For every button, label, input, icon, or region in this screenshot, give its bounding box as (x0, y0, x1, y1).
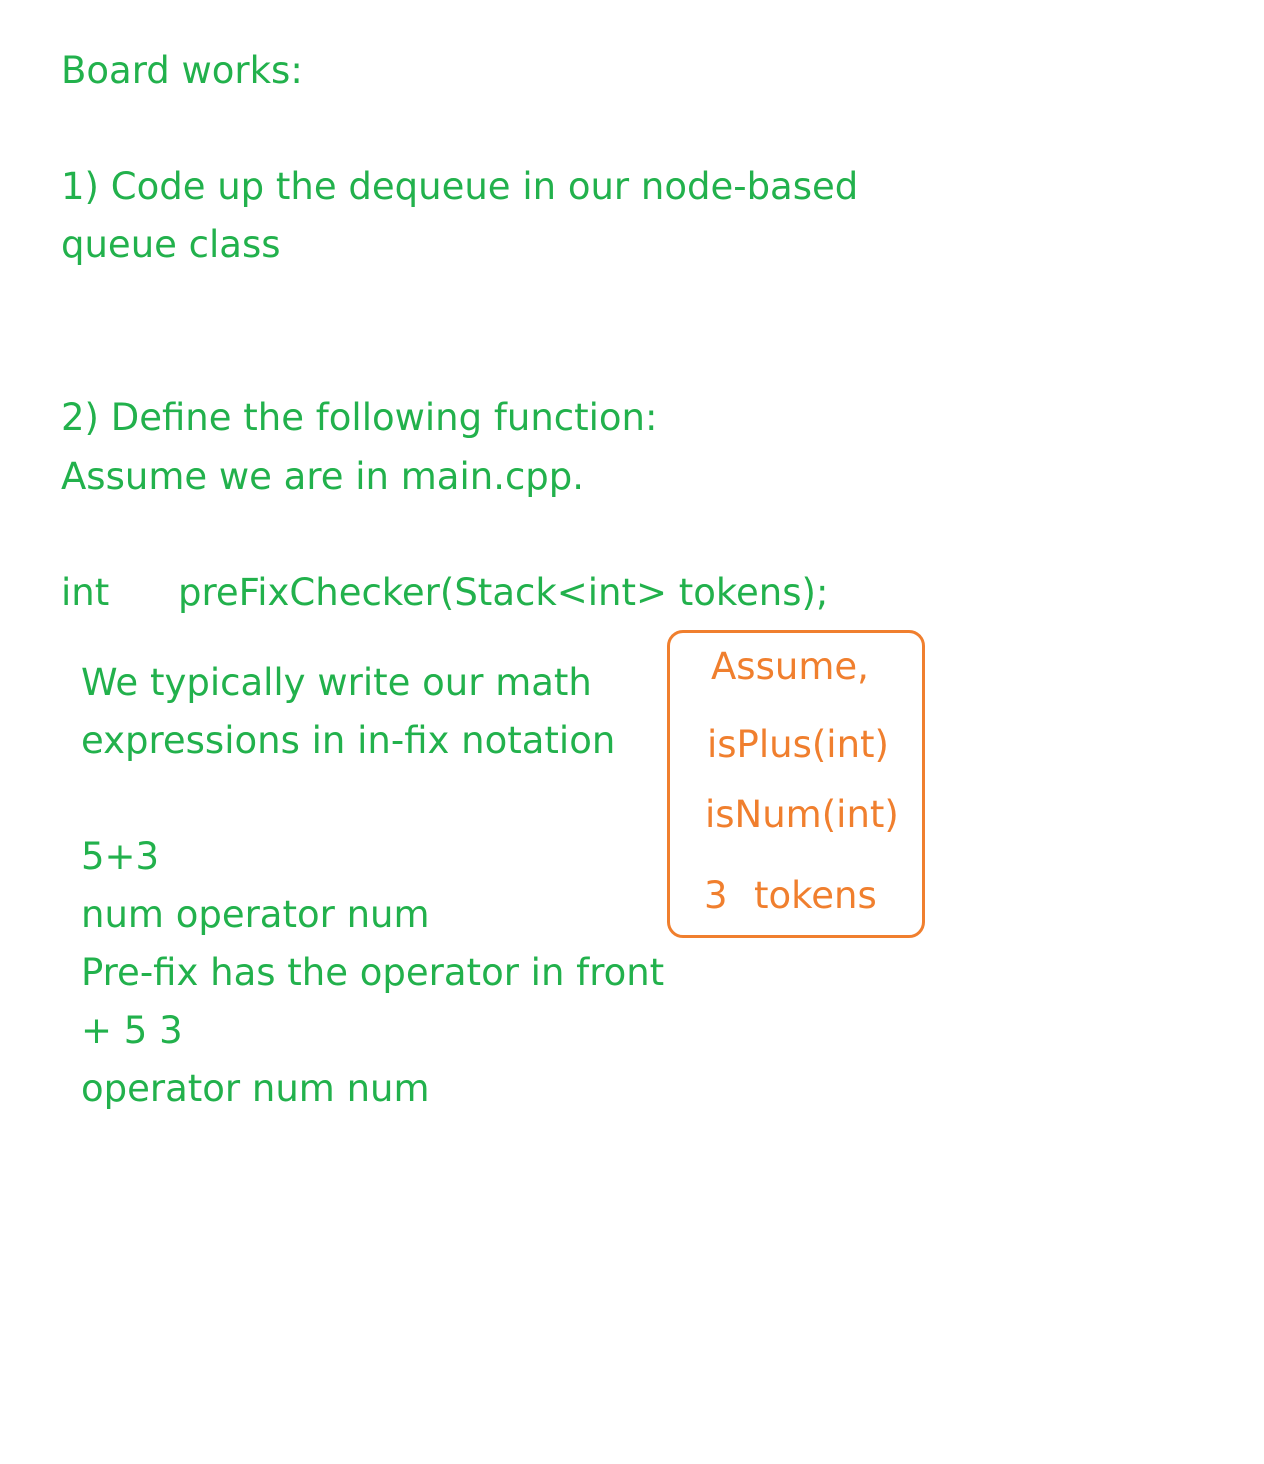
signature-return-type: int (61, 571, 110, 614)
task-1-line-2: queue class (61, 223, 281, 266)
task-2-line-2: Assume we are in main.cpp. (61, 455, 585, 498)
notes-line-2: expressions in in-fix notation (81, 719, 616, 762)
assumption-is-num: isNum(int) (705, 793, 899, 836)
prefix-description: Pre-fix has the operator in front (81, 951, 665, 994)
signature-declaration: preFixChecker(Stack<int> tokens); (178, 571, 829, 614)
prefix-example: + 5 3 (81, 1009, 183, 1052)
notes-line-1: We typically write our math (81, 661, 592, 704)
infix-pattern: num operator num (81, 893, 430, 936)
task-2-line-1: 2) Define the following function: (61, 396, 658, 439)
task-1-line-1: 1) Code up the dequeue in our node-based (61, 165, 859, 208)
heading: Board works: (61, 49, 303, 92)
prefix-pattern: operator num num (81, 1067, 430, 1110)
assumption-tokens-label: tokens (754, 874, 877, 917)
assumptions-title: Assume, (711, 645, 869, 688)
infix-example: 5+3 (81, 835, 160, 878)
assumption-token-count: 3 (704, 874, 728, 917)
assumptions-box (667, 630, 925, 938)
assumption-is-plus: isPlus(int) (707, 723, 889, 766)
